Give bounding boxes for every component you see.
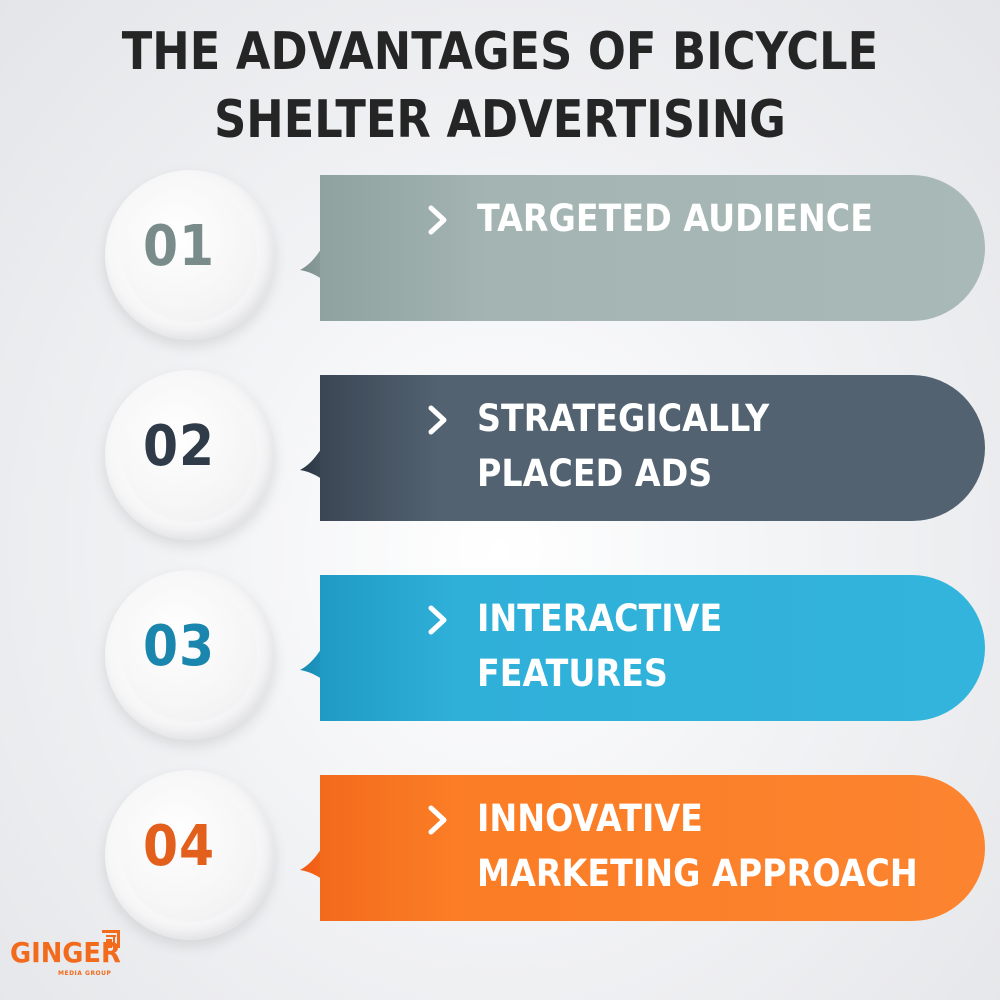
advantage-banner: INNOVATIVE MARKETING APPROACH (320, 775, 985, 921)
chevron-right-icon (428, 605, 447, 635)
item-number: 02 (143, 414, 215, 479)
number-badge: 03 (105, 570, 275, 740)
advantage-item-3: INTERACTIVE FEATURES 03 (0, 570, 1000, 755)
brand-logo: GINGER MEDIA GROUP (10, 930, 140, 980)
item-number: 01 (143, 214, 215, 279)
chevron-right-icon (428, 805, 447, 835)
advantage-label: INNOVATIVE MARKETING APPROACH (477, 797, 918, 895)
item-number: 03 (143, 614, 215, 679)
chevron-right-icon (428, 205, 447, 235)
advantage-label: TARGETED AUDIENCE (477, 197, 873, 240)
advantage-banner: TARGETED AUDIENCE (320, 175, 985, 321)
title-line-2: SHELTER ADVERTISING (214, 90, 786, 150)
title-line-1: THE ADVANTAGES OF BICYCLE (121, 22, 879, 82)
number-badge: 01 (105, 170, 275, 340)
advantage-label: INTERACTIVE FEATURES (477, 597, 723, 695)
advantage-banner: INTERACTIVE FEATURES (320, 575, 985, 721)
item-number: 04 (143, 814, 215, 879)
advantage-banner: STRATEGICALLY PLACED ADS (320, 375, 985, 521)
number-badge: 04 (105, 770, 275, 940)
advantage-item-1: TARGETED AUDIENCE 01 (0, 170, 1000, 355)
chevron-right-icon (428, 405, 447, 435)
advantage-label: STRATEGICALLY PLACED ADS (477, 397, 770, 495)
advantage-item-4: INNOVATIVE MARKETING APPROACH 04 (0, 770, 1000, 955)
logo-name: GINGER (10, 936, 121, 969)
logo-mark-icon (102, 930, 120, 948)
advantage-item-2: STRATEGICALLY PLACED ADS 02 (0, 370, 1000, 555)
number-badge: 02 (105, 370, 275, 540)
logo-subtitle: MEDIA GROUP (58, 970, 112, 977)
page-title: THE ADVANTAGES OF BICYCLE SHELTER ADVERT… (70, 18, 930, 154)
